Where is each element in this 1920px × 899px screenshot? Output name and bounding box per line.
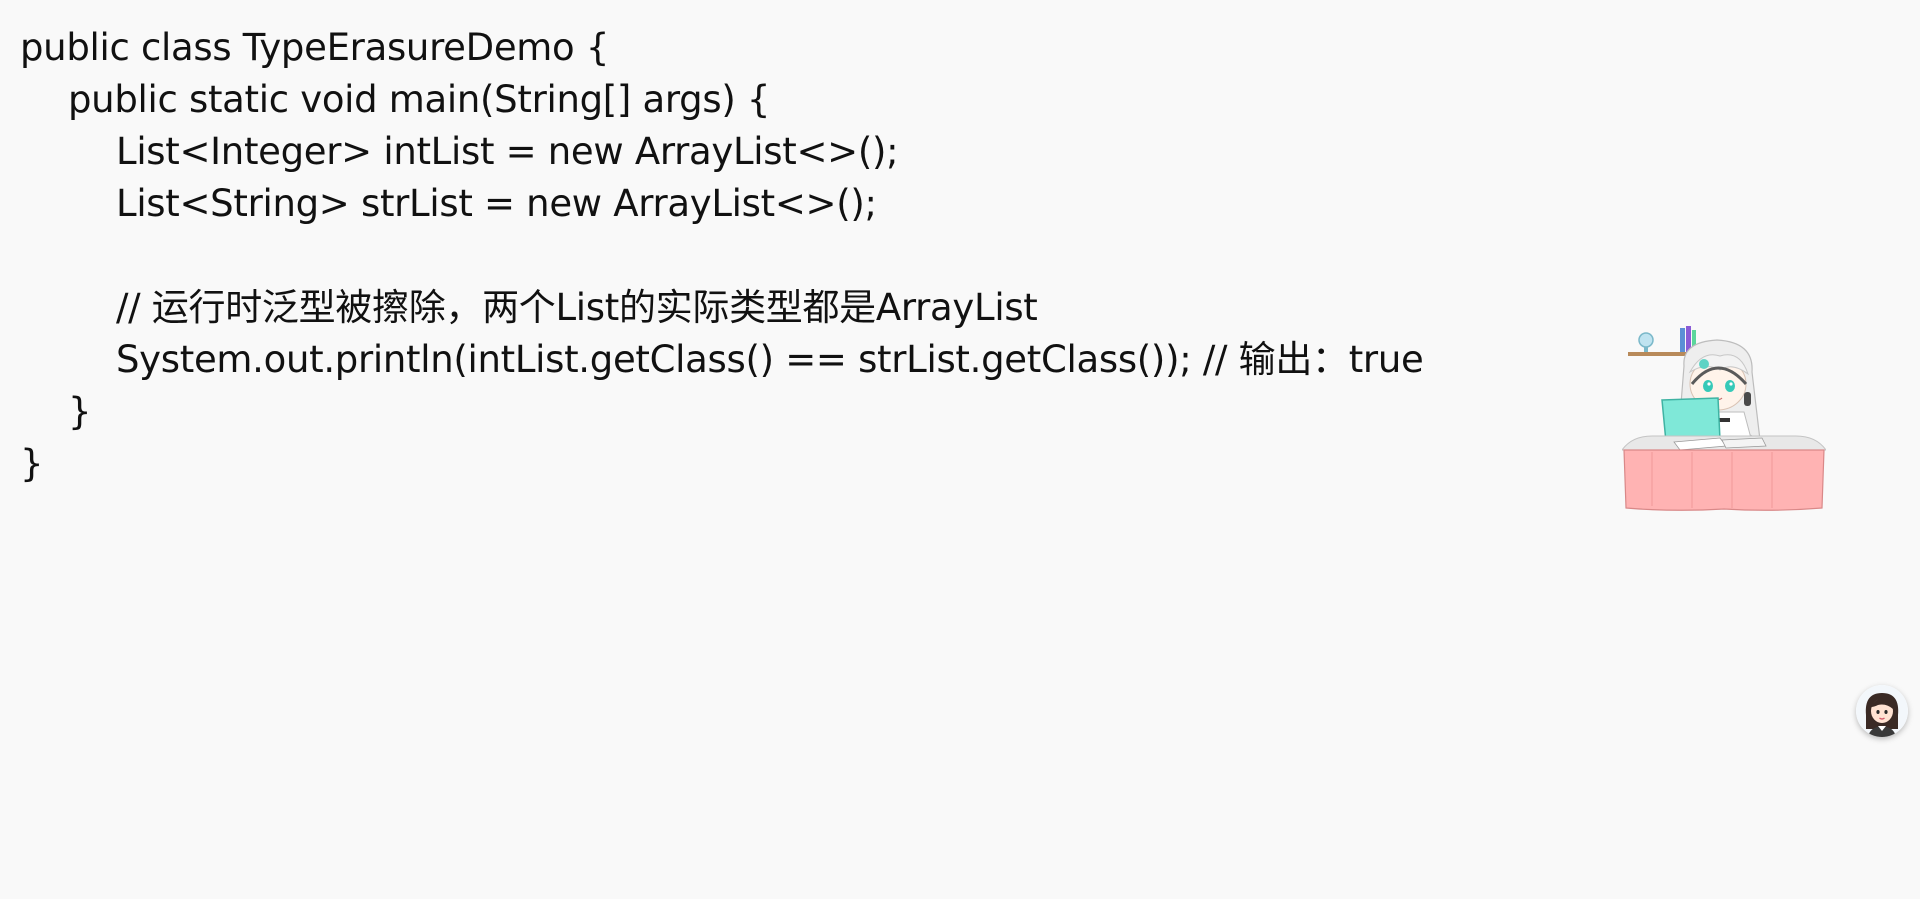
- assistant-avatar-icon: [1856, 685, 1908, 737]
- code-line-main-method: public static void main(String[] args) {: [68, 78, 771, 121]
- code-line-println: System.out.println(intList.getClass() ==…: [116, 338, 1424, 381]
- code-line-comment: // 运行时泛型被擦除，两个List的实际类型都是ArrayList: [116, 286, 1038, 329]
- laptop-icon: [1661, 397, 1721, 443]
- desk-icon: [1623, 449, 1825, 511]
- code-block: public class TypeErasureDemo { public st…: [20, 22, 1424, 490]
- shelf-icon: [1628, 352, 1700, 356]
- code-line-close-method: }: [68, 390, 92, 433]
- code-line-close-class: }: [20, 442, 44, 485]
- assistant-avatar-button[interactable]: [1856, 685, 1908, 737]
- mascot-at-desk-icon: [1621, 322, 1827, 512]
- code-line-int-list: List<Integer> intList = new ArrayList<>(…: [116, 130, 899, 173]
- code-line-blank: [20, 230, 1423, 282]
- code-line-class-declaration: public class TypeErasureDemo {: [20, 26, 610, 69]
- globe-icon: [1638, 332, 1654, 348]
- code-line-str-list: List<String> strList = new ArrayList<>()…: [116, 182, 877, 225]
- books-icon: [1680, 328, 1685, 352]
